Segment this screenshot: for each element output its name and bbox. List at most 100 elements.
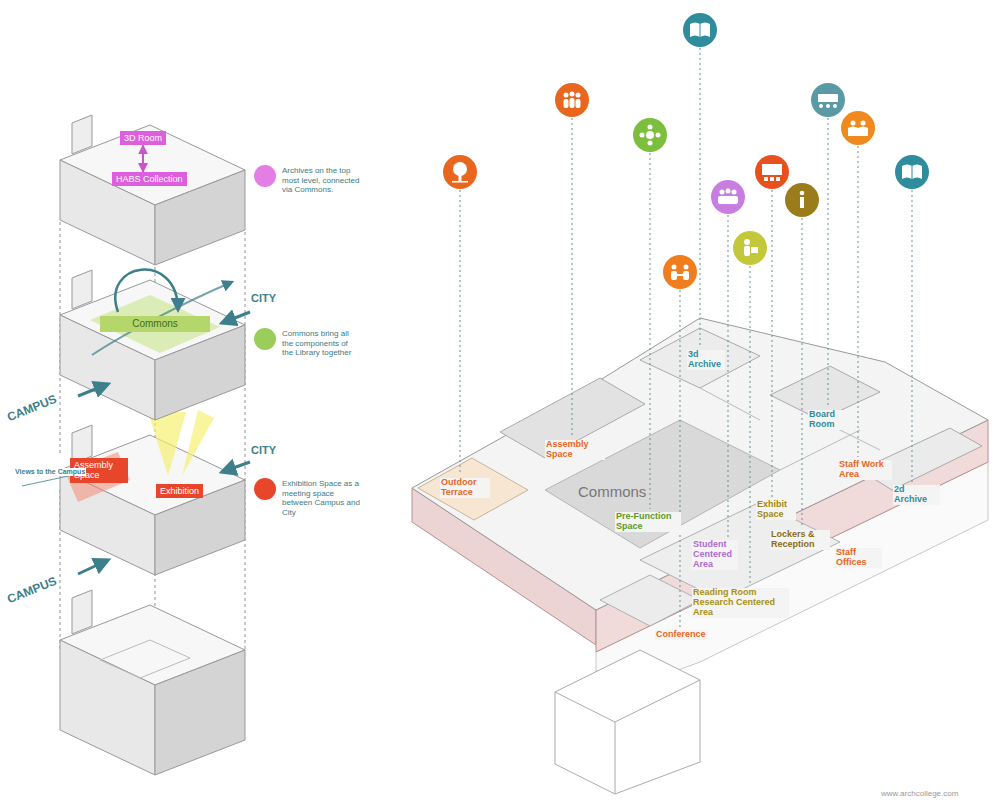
leader-line [460,190,461,475]
icon [718,196,738,204]
legend-text: Archives on the top most level, connecte… [282,166,360,195]
room-label: Reading Room Research Centered Area [692,588,789,618]
direction-label: CAMPUS [4,574,59,606]
flow-arrow [115,270,178,312]
icon [726,189,731,194]
legend-entry: Commons bring all the components of the … [254,328,364,378]
icon [453,162,467,176]
icon [770,177,774,181]
leader-line [572,118,573,437]
icon [711,180,745,214]
icon [663,255,697,289]
icon [902,165,922,180]
flow-arrow [92,282,232,355]
room-name: Exhibition [160,486,199,496]
direction-label: CITY [250,292,277,304]
icon [811,83,845,117]
icon [564,99,569,108]
floor-block [155,480,245,575]
flow-arrow [222,462,250,472]
leader-line [828,118,829,407]
room-label: Student Centered Area [692,540,738,570]
icon [690,23,710,38]
room-label: Staff Work Area [838,460,892,480]
icon [443,155,477,189]
icon [555,83,589,117]
icon [733,231,767,265]
icon [851,121,856,126]
icon [811,83,845,117]
room-block: Exhibition [156,484,203,498]
icon [732,190,737,195]
icon [819,104,823,108]
icon [564,93,569,98]
icon [895,155,929,189]
icon [683,271,689,280]
room-label: Lockers & Reception [770,530,830,550]
room-label: Board Room [808,410,850,430]
icon [751,247,758,253]
building-plate [700,388,760,420]
flow-arrow [78,270,250,574]
building-plate [640,328,760,388]
icon [785,183,819,217]
room-label: Outdoor Terrace [440,478,490,498]
floor-block [65,452,130,502]
room-block: 3D Room [120,131,166,145]
icon [683,13,717,47]
room-label: 3d Archive [687,350,725,370]
building-plate [412,318,988,794]
icon [648,141,653,146]
icon [677,274,683,276]
icon [648,125,653,130]
legend-text: Commons bring all the components of the … [282,329,360,358]
building-plate [600,575,700,626]
light-beam [148,412,186,476]
icon [800,191,805,196]
icon [800,197,804,208]
floor-block [100,640,190,678]
room-label: Conference [655,630,707,640]
icon [576,99,581,108]
light-beam [148,410,214,476]
floor-block [72,270,92,309]
alignment-line [245,232,246,652]
icon [848,127,868,137]
building-plate [412,318,988,610]
icon [755,155,789,189]
icon [861,121,866,126]
icon [744,246,750,256]
icon [672,265,677,270]
leader-line [650,153,651,509]
icon [663,255,697,289]
legend-entry: Exhibition Space as a meeting space betw… [254,478,364,528]
icon [683,13,717,47]
floor-block [60,270,245,420]
icon [711,180,745,214]
icon [762,164,782,175]
legend-swatch [254,165,276,187]
light-beam [182,410,214,476]
icon [818,94,838,102]
floor-block [60,115,245,265]
alignment-line [60,222,245,686]
icon [785,183,819,217]
icon [776,177,780,181]
legend-entry: Archives on the top most level, connecte… [254,165,364,215]
building-plate [555,650,700,794]
flow-arrow [78,560,108,574]
leader-line [802,218,803,527]
icon [684,265,689,270]
leader-line [728,215,729,537]
legend-swatch [254,328,276,350]
flow-arrow [222,312,250,323]
watermark: www.archcollege.com [880,790,959,799]
icon [671,271,677,280]
leader-line [460,48,912,627]
leader-line [700,48,701,347]
icon [700,24,701,37]
room-label: 2d Archive [893,485,940,505]
legend-text: Exhibition Space as a meeting space betw… [282,479,360,517]
